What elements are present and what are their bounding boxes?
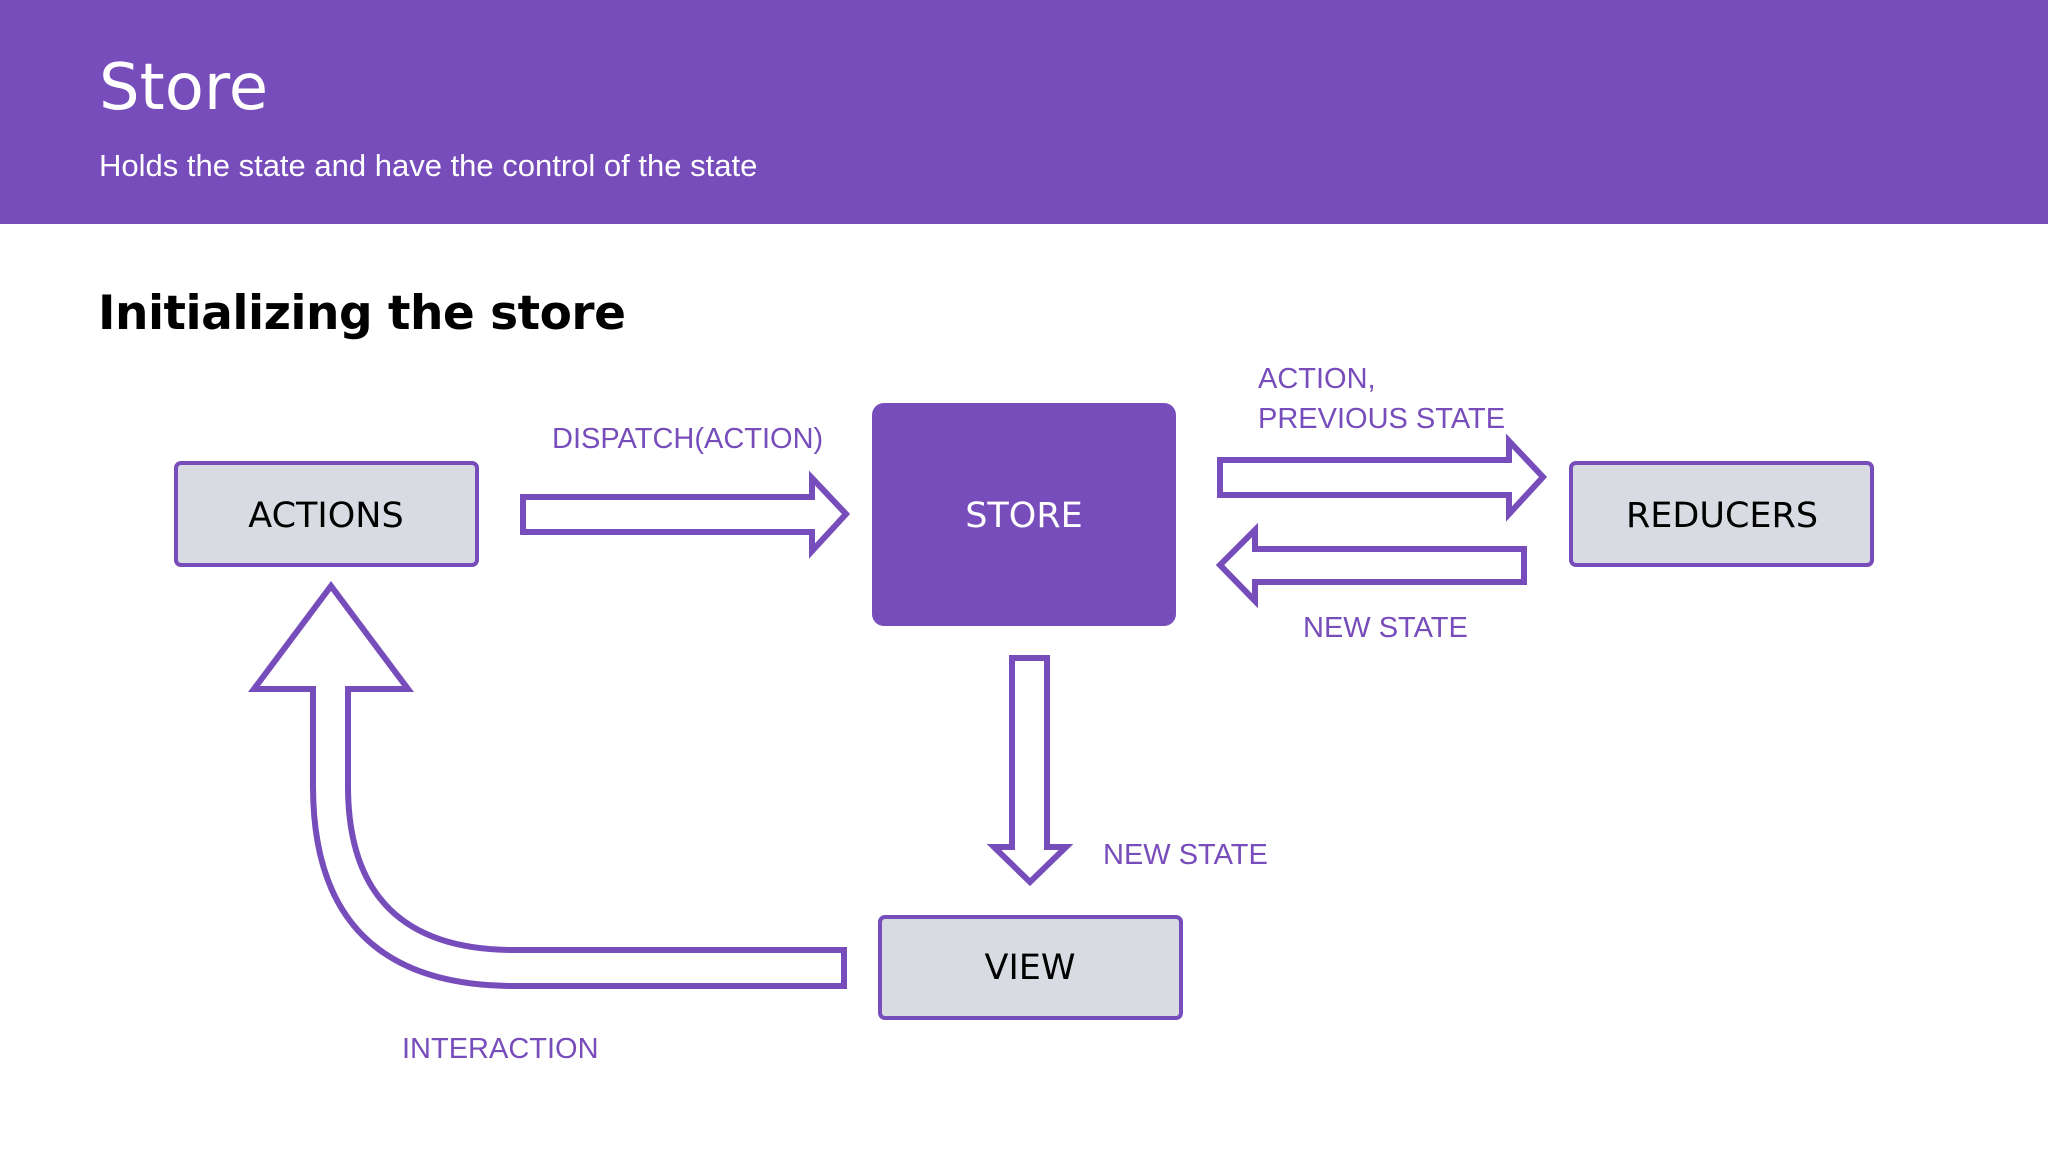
label-interaction: INTERACTION — [402, 1033, 599, 1065]
arrow-from-reducers — [1215, 522, 1527, 609]
store-node-label: STORE — [965, 496, 1083, 536]
label-dispatch: DISPATCH(ACTION) — [552, 423, 823, 455]
actions-node: ACTIONS — [174, 461, 479, 567]
arrow-to-view — [986, 655, 1074, 887]
label-new-state-reducers: NEW STATE — [1303, 612, 1468, 644]
header-bar: Store Holds the state and have the contr… — [0, 0, 2048, 224]
arrow-interaction — [248, 580, 847, 989]
store-node: STORE — [872, 403, 1176, 626]
arrow-to-reducers — [1217, 433, 1548, 522]
label-action: ACTION, — [1258, 363, 1376, 395]
arrow-dispatch — [520, 470, 851, 559]
section-heading: Initializing the store — [98, 286, 626, 341]
page-subtitle: Holds the state and have the control of … — [99, 148, 758, 183]
label-previous-state: PREVIOUS STATE — [1258, 403, 1505, 435]
reducers-node: REDUCERS — [1569, 461, 1874, 567]
view-node: VIEW — [878, 915, 1183, 1020]
reducers-node-label: REDUCERS — [1626, 496, 1818, 536]
actions-node-label: ACTIONS — [248, 496, 403, 536]
page-title: Store — [99, 51, 269, 125]
view-node-label: VIEW — [985, 948, 1076, 988]
label-new-state-view: NEW STATE — [1103, 839, 1268, 871]
